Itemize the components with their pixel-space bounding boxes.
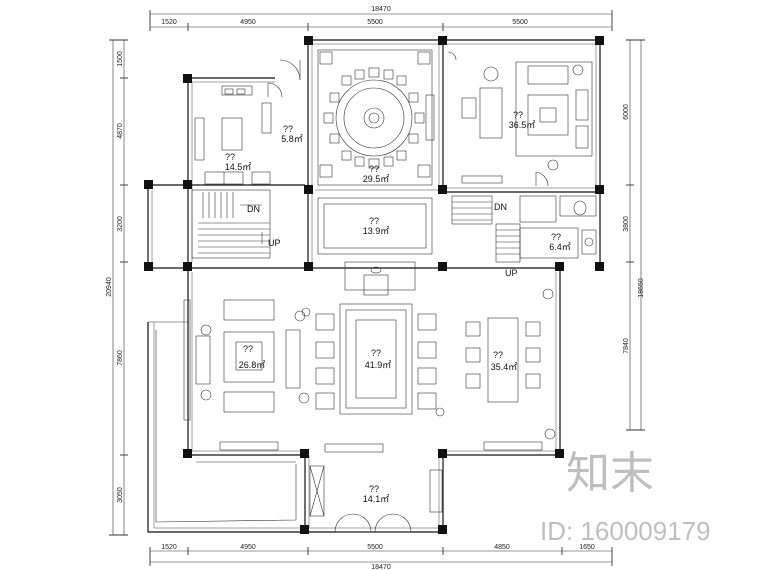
main-dining-chairs	[315, 313, 437, 410]
room-area-pantry: 5.8㎡	[281, 134, 303, 144]
round-table-chairs	[323, 67, 425, 169]
stair-dn-left: DN	[247, 204, 260, 214]
entrance-porch	[309, 465, 443, 533]
main-dining	[301, 303, 445, 453]
dim-right-3: 7840	[623, 338, 630, 354]
dim-right-total: 18650	[638, 278, 645, 298]
room-name-kitchen: ??	[225, 152, 235, 162]
room-area-bath: 6.4㎡	[549, 242, 571, 252]
stair-left	[191, 189, 271, 259]
dim-right-2: 3800	[623, 216, 630, 232]
dim-bottom-3: 5500	[367, 544, 383, 551]
room-area-round-dining: 29.5㎡	[363, 174, 390, 184]
dim-left-total: 20940	[106, 277, 113, 297]
walls	[147, 39, 601, 533]
room-area-kitchen: 14.5㎡	[225, 162, 252, 172]
watermark-logo: 知末	[566, 449, 654, 498]
dimension-lines	[109, 10, 645, 566]
dim-bottom-2: 4950	[240, 544, 256, 551]
room-area-dining-right: 35.4㎡	[491, 362, 518, 372]
columns	[144, 36, 604, 534]
room-name-foyer: ??	[369, 216, 379, 226]
stair-labels: DN UP DN UP	[247, 202, 518, 278]
terrace	[148, 321, 297, 523]
dim-top-3: 5500	[367, 19, 383, 26]
kitchen-fixtures	[194, 82, 283, 185]
room-area-lounge: 36.5㎡	[509, 120, 536, 130]
dim-top-1: 1520	[161, 19, 177, 26]
stair-up-right: UP	[505, 268, 518, 278]
dim-left-4: 7860	[117, 350, 124, 366]
dim-bottom-4: 4850	[494, 544, 510, 551]
dim-bottom-total: 18470	[371, 564, 391, 570]
dimension-labels: 18470 1520 4950 5500 5500 1520 4950 5500…	[106, 6, 645, 570]
dim-top-4: 5500	[512, 19, 528, 26]
room-name-living: ??	[243, 344, 253, 354]
dining-room-round	[279, 49, 435, 186]
living-room	[183, 299, 310, 451]
room-labels: ?? 14.5㎡ ?? 5.8㎡ ?? 29.5㎡ ?? 36.5㎡ ?? 13…	[225, 110, 571, 504]
stair-up-left: UP	[268, 238, 281, 248]
foyer	[317, 197, 433, 296]
dim-top-total: 18470	[371, 6, 391, 13]
dining-right	[465, 288, 556, 451]
dim-bottom-5: 1650	[579, 544, 595, 551]
room-name-lounge: ??	[513, 110, 523, 120]
watermark: 知末 ID: 160009179	[540, 449, 711, 546]
watermark-id: ID: 160009179	[540, 516, 711, 546]
dim-left-5: 3050	[117, 487, 124, 503]
stair-right-and-bath	[451, 171, 597, 263]
lounge-room	[447, 51, 593, 184]
stair-dn-right: DN	[494, 202, 507, 212]
room-name-bath: ??	[551, 232, 561, 242]
room-area-foyer: 13.9㎡	[363, 226, 390, 236]
dim-left-2: 4870	[117, 123, 124, 139]
dim-top-2: 4950	[240, 19, 256, 26]
dim-left-3: 3200	[117, 216, 124, 232]
dim-right-1: 6000	[623, 104, 630, 120]
room-area-porch: 14.1㎡	[363, 494, 390, 504]
dining-right-chairs	[465, 321, 541, 389]
dim-bottom-1: 1520	[161, 544, 177, 551]
room-name-dining-right: ??	[493, 350, 503, 360]
room-area-living: 26.8㎡	[239, 360, 266, 370]
room-name-main-dining: ??	[371, 348, 381, 358]
room-name-round-dining: ??	[369, 164, 379, 174]
room-name-pantry: ??	[283, 124, 293, 134]
room-area-main-dining: 41.9㎡	[365, 360, 392, 370]
room-name-porch: ??	[369, 484, 379, 494]
dim-left-1: 1500	[117, 51, 124, 67]
